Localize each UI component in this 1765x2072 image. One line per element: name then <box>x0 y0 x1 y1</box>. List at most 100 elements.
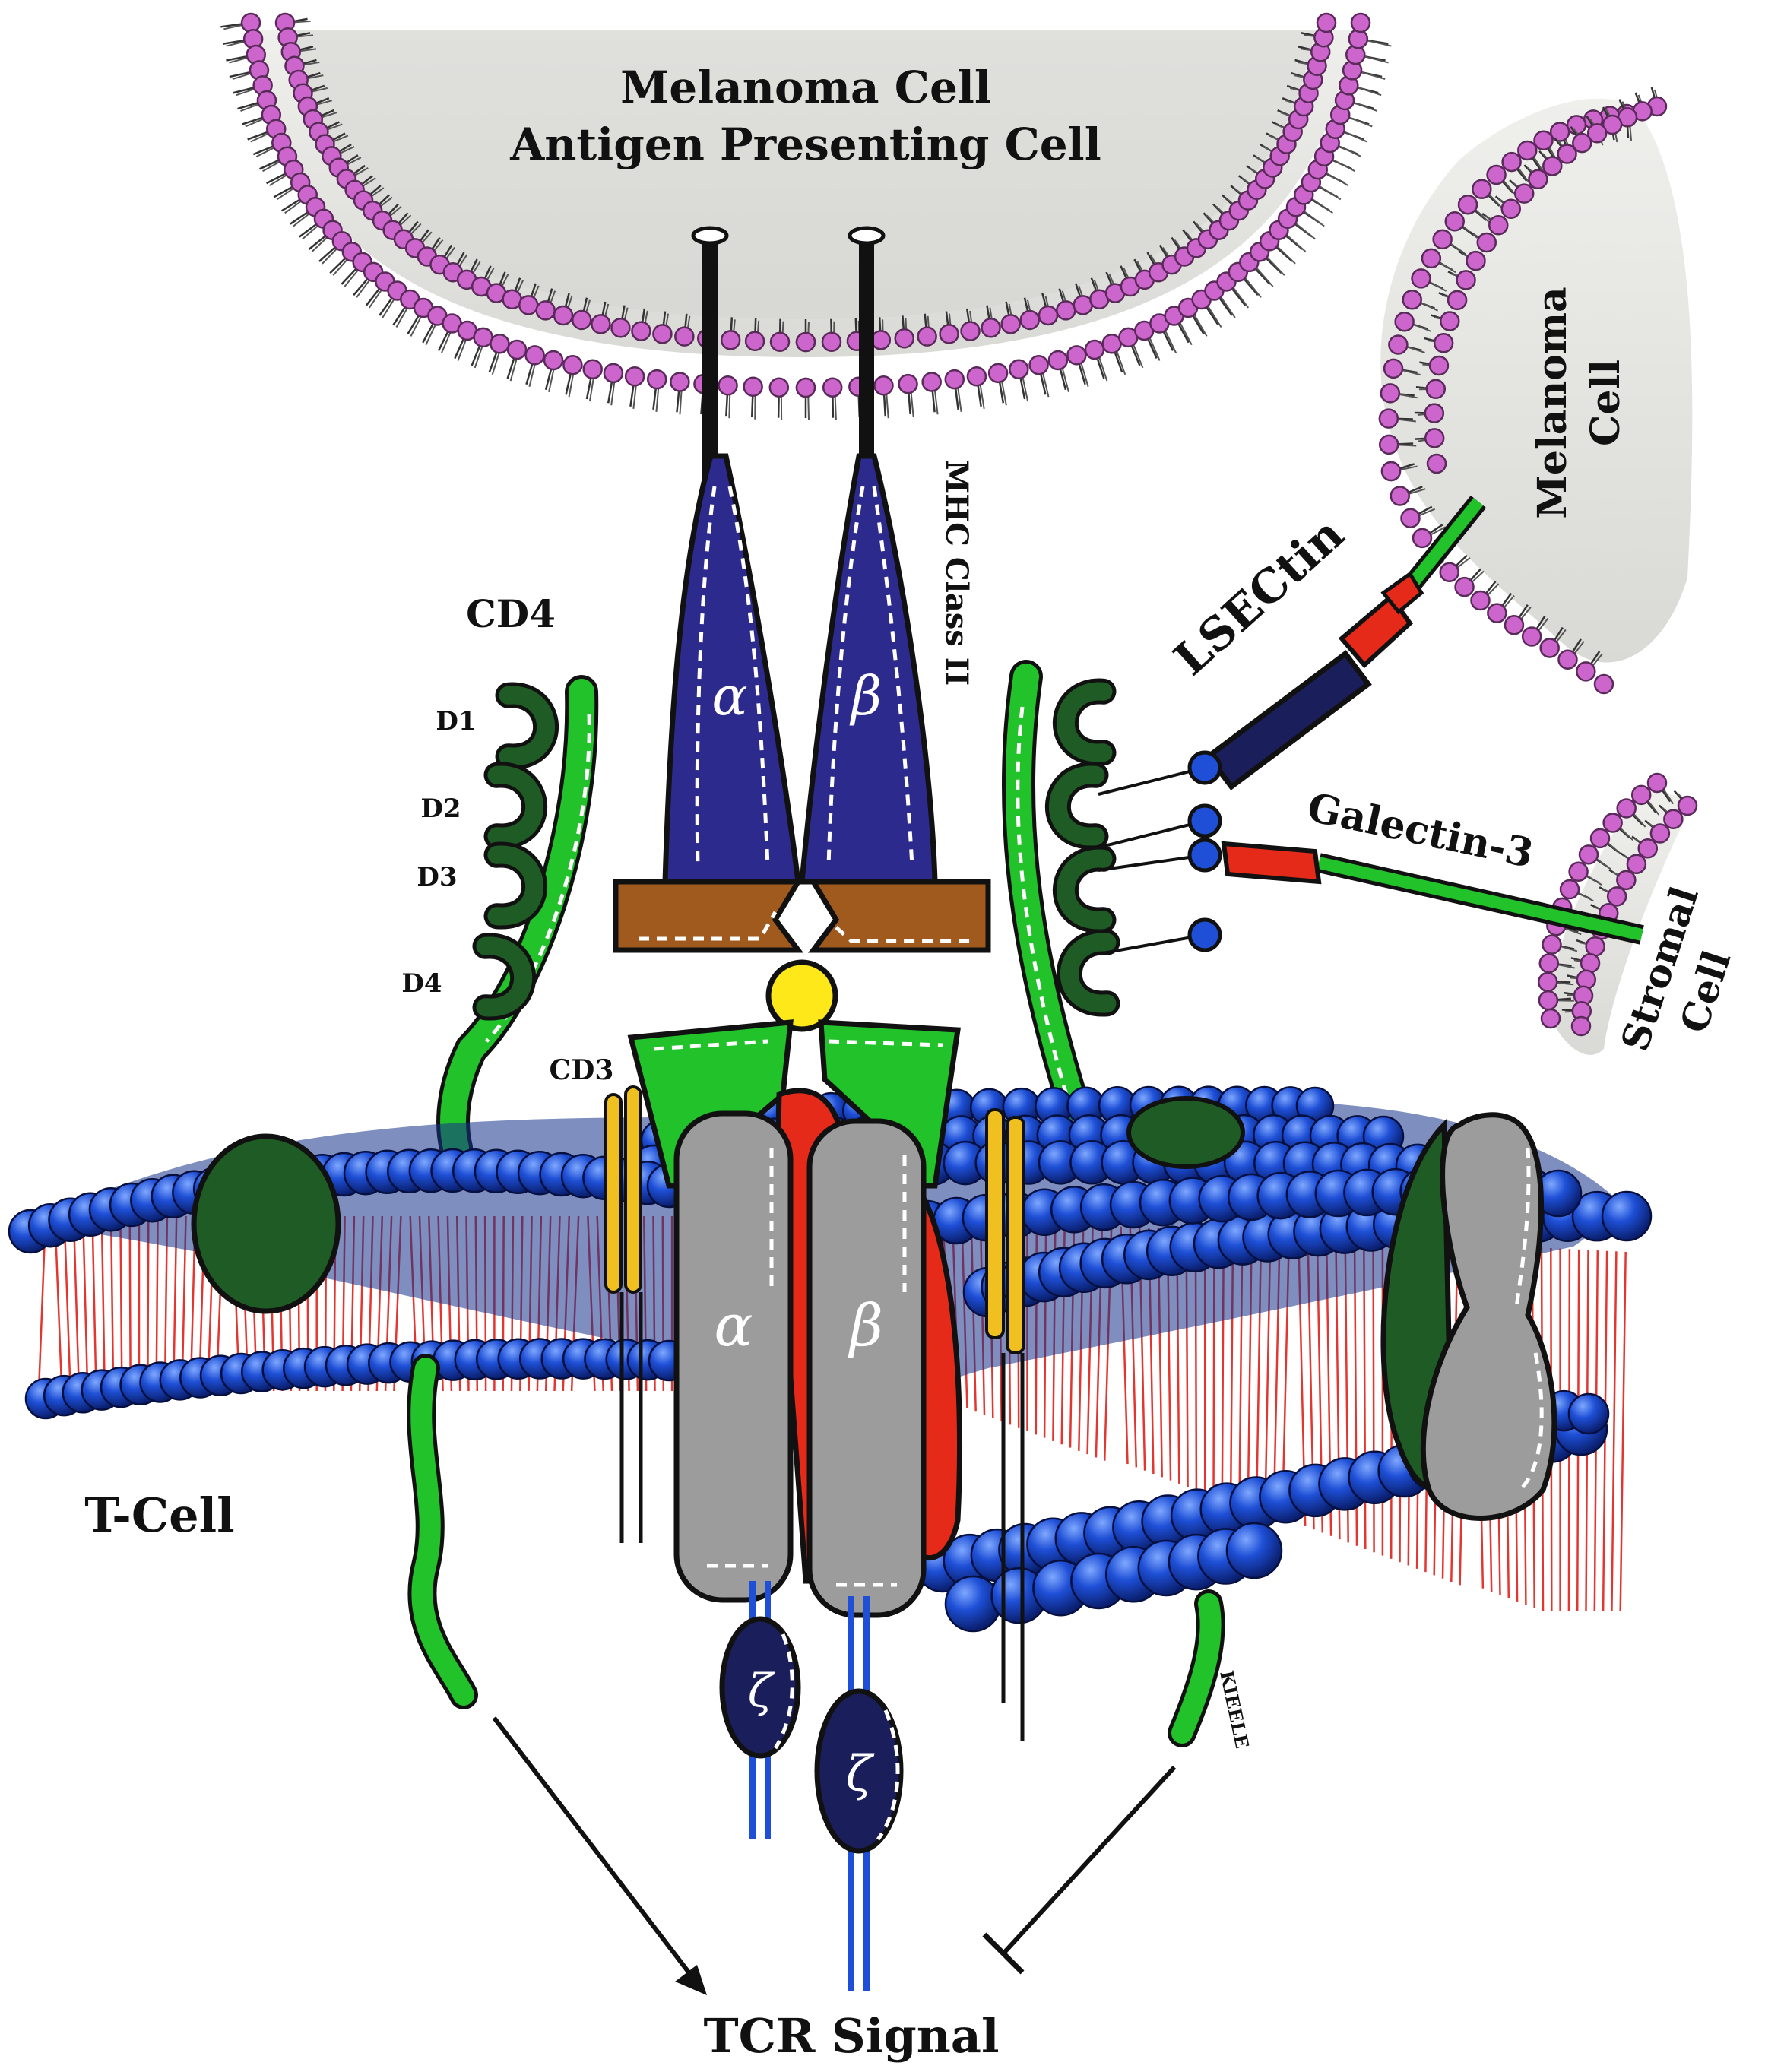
phospholipid-head-icon <box>873 375 894 396</box>
phospholipid-head-icon <box>1542 934 1562 955</box>
phospholipid-head-icon <box>1568 861 1589 882</box>
inhibition-bar-icon <box>982 1932 1025 1975</box>
phospholipid-head-icon <box>1578 844 1599 865</box>
phospholipid-head-icon <box>1009 359 1029 380</box>
phospholipid-head-icon <box>1630 784 1652 806</box>
phospholipid-head-icon <box>1383 358 1404 379</box>
mhc-beta-base <box>808 879 991 953</box>
phospholipid-head-icon <box>670 372 690 392</box>
cd3-left: CD3 <box>550 1054 643 1543</box>
phospholipid-head-icon <box>674 326 695 347</box>
phospholipid-head-icon <box>939 324 959 344</box>
apc-label-line1: Melanoma Cell <box>620 62 991 113</box>
tcr-beta-chain: β <box>806 1118 927 1618</box>
phospholipid-head-icon <box>1411 268 1431 289</box>
phospholipid-head-icon <box>1038 305 1059 326</box>
phospholipid-head-icon <box>1454 576 1475 597</box>
cd4-label: CD4 <box>466 591 556 636</box>
phospholipid-head-icon <box>582 359 603 380</box>
phospholipid-head-icon <box>1537 971 1558 993</box>
phospholipid-head-icon <box>1557 649 1578 670</box>
phospholipid-head-icon <box>1513 183 1535 204</box>
phospholipid-head-icon <box>624 366 645 387</box>
phospholipid-head-icon <box>1456 270 1476 290</box>
phospholipid-head-icon <box>917 326 937 347</box>
phospholipid-head-icon <box>1538 953 1560 974</box>
phospholipid-head-icon <box>652 324 673 344</box>
phospholipid-head-icon <box>822 377 843 398</box>
mhc-alpha-label: α <box>711 665 747 727</box>
phospholipid-head-icon <box>1394 312 1415 332</box>
activation-arrow <box>492 1716 707 1995</box>
zeta-chain-2 <box>814 1688 904 1854</box>
phospholipid-head-icon <box>1602 813 1623 833</box>
phospholipid-head-icon <box>743 376 763 398</box>
zeta-chain-1 <box>719 1616 801 1759</box>
phospholipid-head-icon <box>1350 12 1371 33</box>
phospholipid-head-icon <box>1428 355 1450 376</box>
membrane-protein-left <box>191 1133 341 1314</box>
phospholipid-head-icon <box>1470 590 1491 611</box>
phospholipid-head-icon <box>1616 798 1637 819</box>
phospholipid-head-icon <box>921 372 942 392</box>
phospholipid-head-icon <box>1101 333 1122 354</box>
phospholipid-head-icon <box>1432 229 1453 250</box>
apc-membrane-outer <box>220 12 1392 421</box>
zeta-2-label: ζ <box>846 1746 875 1802</box>
phospholipid-head-icon <box>1539 638 1560 658</box>
phospholipid-head-icon <box>1504 615 1525 635</box>
phospholipid-head-icon <box>535 300 556 321</box>
phospholipid-head-icon <box>646 369 667 390</box>
phospholipid-head-icon <box>1542 156 1563 176</box>
phospholipid-head-icon <box>1559 879 1580 900</box>
phospholipid-head-icon <box>1586 123 1608 144</box>
melanoma-label-line2: Cell <box>1583 360 1629 446</box>
phospholipid-head-icon <box>821 331 842 352</box>
mhc-alpha-stalk <box>702 236 718 479</box>
phospholipid-head-icon <box>1637 838 1659 859</box>
t-cell-label: T-Cell <box>84 1487 235 1543</box>
phospholipid-head-icon <box>1487 603 1507 623</box>
phospholipid-head-icon <box>1402 289 1422 310</box>
phospholipid-head-icon <box>966 366 987 387</box>
cd4-domain-d3-label: D3 <box>417 862 457 892</box>
phospholipid-head-icon <box>1400 508 1421 528</box>
cd4-domain-d2-label: D2 <box>420 794 461 824</box>
glycan-knobs <box>1098 750 1222 955</box>
phospholipid-head-icon <box>1646 772 1668 794</box>
zeta-1-label: ζ <box>748 1665 775 1718</box>
phospholipid-head-icon <box>1019 309 1041 331</box>
phospholipid-head-icon <box>1380 461 1402 482</box>
phospholipid-head-icon <box>1521 626 1542 647</box>
phospholipid-head-icon <box>1466 250 1486 271</box>
phospholipid-head-icon <box>553 305 574 326</box>
tcr-beta-label: β <box>848 1291 883 1359</box>
phospholipid-head-icon <box>1028 354 1049 375</box>
phospholipid-head-icon <box>1549 122 1570 142</box>
phospholipid-head-icon <box>1589 828 1611 849</box>
mhc-alpha-base <box>613 879 803 953</box>
phospholipid-head-icon <box>1425 379 1447 400</box>
phospholipid-head-icon <box>631 321 651 341</box>
phospholipid-head-icon <box>1593 673 1614 695</box>
arrow-head-icon <box>675 1965 707 1995</box>
cd4-domain-d1-label: D1 <box>436 706 476 737</box>
phospholipid-head-icon <box>768 377 790 398</box>
phospholipid-head-icon <box>1572 132 1592 154</box>
lsectin-label: LSECtin <box>1165 508 1355 686</box>
phospholipid-head-icon <box>603 363 624 384</box>
phospholipid-head-icon <box>1533 130 1554 150</box>
phospholipid-head-icon <box>1439 562 1459 583</box>
phospholipid-head-icon <box>1000 314 1021 334</box>
cd3-label: CD3 <box>550 1054 614 1086</box>
phospholipid-head-icon <box>518 295 539 315</box>
phospholipid-head-icon <box>591 314 611 334</box>
phospholipid-head-icon <box>1540 1008 1561 1029</box>
phospholipid-head-icon <box>1412 528 1433 549</box>
apc-label-line2: Antigen Presenting Cell <box>509 119 1101 170</box>
phospholipid-head-icon <box>1472 179 1492 200</box>
phospholipid-head-icon <box>1426 453 1447 474</box>
phospholipid-head-icon <box>1388 334 1409 355</box>
phospholipid-head-icon <box>769 331 791 352</box>
mhc-class-ii-label: MHC Class II <box>939 460 974 686</box>
